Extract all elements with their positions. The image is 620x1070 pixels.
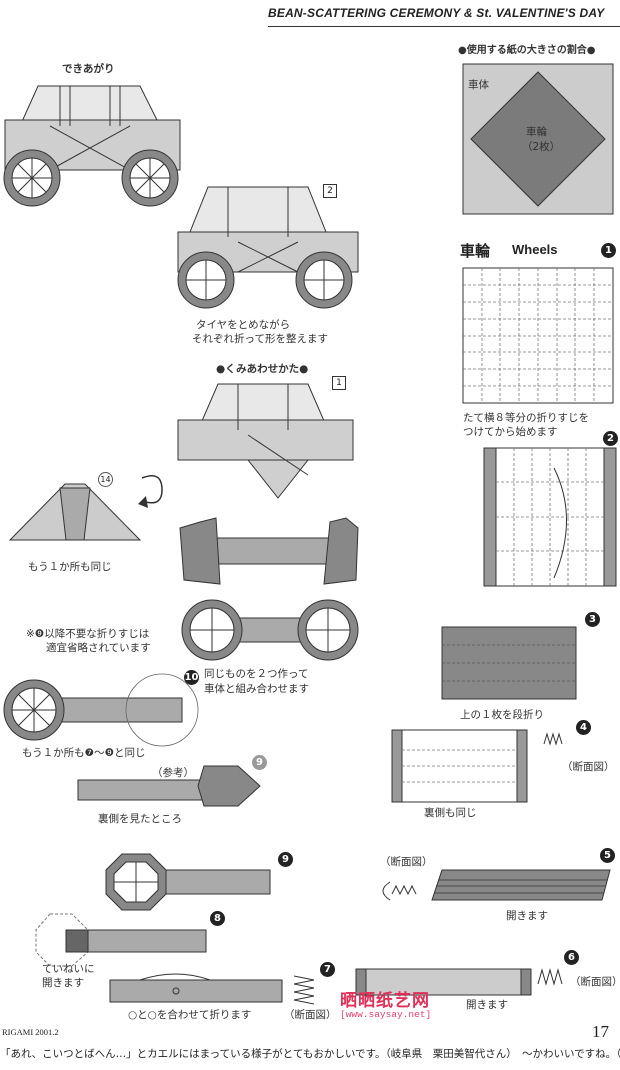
step-10-text-1: 同じものを２つ作って — [204, 668, 309, 680]
paper-ratio-wheel-count: （2枚） — [522, 141, 561, 153]
step-5-section-zigzag — [382, 881, 417, 901]
assembly-step-2-text-1: タイヤをとめながら — [196, 319, 291, 331]
finished-label: できあがり — [62, 63, 115, 75]
step-9-reference-badge: 9 — [252, 755, 267, 770]
note-text-2: 適宜省略されています — [46, 642, 151, 654]
step-3-badge: 3 — [585, 612, 600, 627]
step-10-badge: 10 — [184, 670, 199, 685]
watermark-url: [www.saysay.net] — [340, 1009, 432, 1020]
step-4-section-label: （断面図） — [562, 761, 615, 773]
step-4-text: 裏側も同じ — [424, 807, 477, 819]
step-6-badge: 6 — [564, 950, 579, 965]
step-14-badge: 14 — [98, 472, 113, 487]
step-2-diagram — [483, 447, 617, 587]
step-4-badge: 4 — [576, 720, 591, 735]
wheels-title-en: Wheels — [512, 242, 558, 257]
step-1-badge: 1 — [601, 243, 616, 258]
step-9-reference-text: 裏側を見たところ — [98, 813, 182, 825]
step-4-diagram — [391, 729, 528, 803]
assembly-step-2-badge: 2 — [323, 184, 337, 198]
finished-car-illustration — [3, 85, 181, 207]
paper-ratio-wheel-label: 車輪 — [526, 126, 547, 138]
assembly-wheel-set-2 — [181, 599, 359, 661]
repeat-text: もう１か所も❼～❾と同じ — [22, 747, 146, 759]
step-14-diagram — [8, 483, 142, 541]
assembly-step-2-illustration — [177, 186, 359, 309]
note-text-1: ※❾以降不要な折りすじは — [26, 628, 150, 640]
step-14-rotate-arrow — [138, 475, 163, 508]
assembly-title: ●くみあわせかた● — [216, 363, 309, 375]
magazine-issue: RIGAMI 2001.2 — [2, 1027, 59, 1037]
step-8-badge: 8 — [210, 911, 225, 926]
page-header-title: BEAN-SCATTERING CEREMONY & St. VALENTINE… — [268, 6, 620, 27]
footer-reader-note: 「あれ、こいつとばへん…」とカエルにはまっている様子がとてもおかしいです。（岐阜… — [0, 1048, 620, 1060]
step-5-text: 開きます — [506, 910, 548, 922]
step-6-section-label: （断面図） — [570, 976, 620, 988]
wheels-title-jp: 車輪 — [460, 242, 491, 260]
step-1-grid-diagram — [462, 267, 614, 404]
step-9-reference-tag: （参考） — [152, 767, 194, 779]
assembly-step-1-badge: 1 — [332, 376, 346, 390]
step-7-diagram — [109, 973, 283, 1003]
paper-ratio-body-label: 車体 — [468, 79, 489, 91]
step-10-text-2: 車体と組み合わせます — [204, 683, 309, 695]
step-4-section-zigzag — [543, 732, 563, 746]
watermark-text: 晒晒纸艺网 — [340, 991, 430, 1011]
step-7-section-label: （断面図） — [284, 1009, 337, 1021]
step-5-section-label: （断面図） — [380, 856, 433, 868]
step-9-reference-diagram — [77, 765, 261, 807]
step-14-text: もう１か所も同じ — [28, 561, 112, 573]
step-9-diagram — [105, 853, 271, 911]
step-8-text-1: ていねいに — [42, 963, 95, 975]
assembly-wheel-set-1 — [179, 517, 359, 585]
step-5-diagram — [431, 869, 611, 901]
step-3-diagram — [441, 626, 577, 700]
page-number: 17 — [592, 1022, 609, 1041]
step-5-badge: 5 — [600, 848, 615, 863]
step-6-diagram — [355, 968, 532, 996]
step-3-text: 上の１枚を段折り — [460, 709, 544, 721]
step-7-section-zigzag — [293, 975, 315, 1005]
step-1-text-2: つけてから始めます — [463, 426, 558, 438]
step-8-text-2: 開きます — [42, 977, 84, 989]
wheel-axle-illustration — [3, 673, 199, 747]
step-1-text-1: たて横８等分の折りすじを — [463, 412, 589, 424]
paper-ratio-diagram — [462, 63, 614, 215]
assembly-step-1-car-body — [177, 383, 354, 499]
step-8-diagram — [35, 913, 207, 967]
assembly-step-2-text-2: それぞれ折って形を整えます — [192, 333, 328, 345]
paper-ratio-title: ●使用する紙の大きさの割合● — [458, 45, 596, 56]
step-6-text: 開きます — [466, 999, 508, 1011]
step-6-section-zigzag — [537, 968, 563, 986]
step-7-badge: 7 — [320, 962, 335, 977]
step-7-text: ○と○を合わせて折ります — [128, 1009, 252, 1021]
step-2-badge: 2 — [603, 431, 618, 446]
step-9-badge: 9 — [278, 852, 293, 867]
